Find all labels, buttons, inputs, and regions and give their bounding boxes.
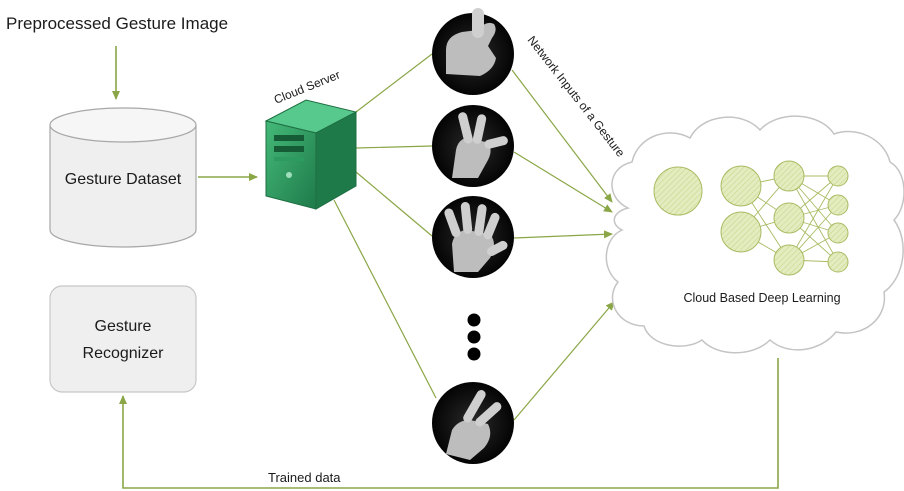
feedback-label: Trained data [268, 470, 341, 485]
hand-icon [432, 196, 514, 278]
hand-icon [432, 382, 514, 464]
diagram-title: Preprocessed Gesture Image [6, 14, 229, 33]
inputs-label: Network Inputs of a Gesture [525, 33, 628, 160]
hands-to-cloud-arrows [511, 69, 615, 421]
recognizer-panel [49, 285, 197, 393]
recognizer-label-line2: Recognizer [83, 345, 165, 362]
server-to-hands-lines [333, 53, 437, 399]
hand-icon [432, 8, 514, 95]
dataset-label: Gesture Dataset [65, 171, 182, 188]
database-icon [49, 107, 197, 248]
feedback-arrow [119, 358, 779, 489]
server-icon [264, 99, 358, 210]
cloud-label: Cloud Based Deep Learning [683, 291, 840, 305]
recognizer-label-line1: Gesture [95, 318, 152, 335]
ellipsis-icon [467, 313, 481, 361]
neural-network-icon [653, 160, 849, 276]
hand-icon [432, 105, 514, 187]
